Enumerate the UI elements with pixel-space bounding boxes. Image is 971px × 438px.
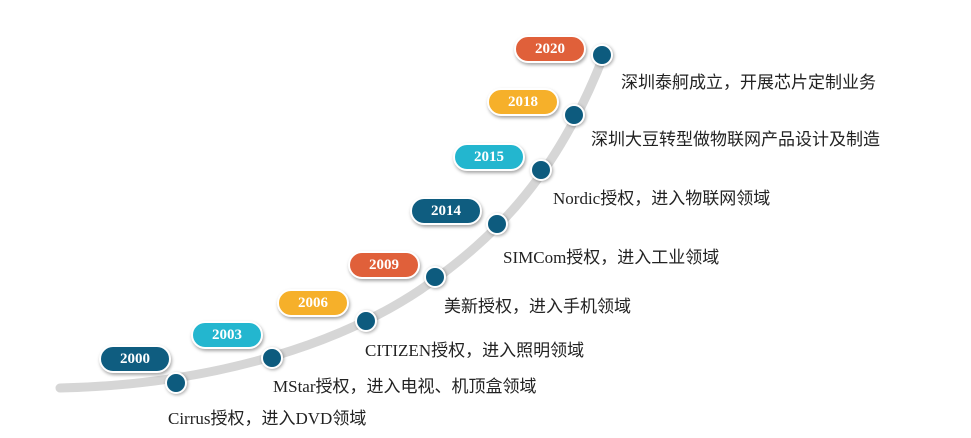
- milestone-label-2000: Cirrus授权，进入DVD领域: [168, 409, 367, 428]
- milestone-dot-2015: [530, 159, 552, 181]
- milestone-label-2014: SIMCom授权，进入工业领域: [503, 248, 720, 267]
- milestone-label-2018: 深圳大豆转型做物联网产品设计及制造: [591, 130, 880, 149]
- milestone-dot-2003: [261, 347, 283, 369]
- milestone-dot-2014: [486, 213, 508, 235]
- milestone-label-2009: 美新授权，进入手机领域: [444, 297, 631, 316]
- year-pill-2000: 2000: [99, 345, 171, 373]
- year-pill-2018: 2018: [487, 88, 559, 116]
- milestone-dot-2009: [424, 266, 446, 288]
- milestone-dot-2018: [563, 104, 585, 126]
- milestone-label-2020: 深圳泰舸成立，开展芯片定制业务: [621, 73, 876, 92]
- milestone-dot-2000: [165, 372, 187, 394]
- year-pill-2014: 2014: [410, 197, 482, 225]
- milestone-label-2003: MStar授权，进入电视、机顶盒领域: [273, 377, 537, 396]
- milestone-dot-2006: [355, 310, 377, 332]
- year-pill-2009: 2009: [348, 251, 420, 279]
- year-pill-2003: 2003: [191, 321, 263, 349]
- milestone-label-2015: Nordic授权，进入物联网领域: [553, 189, 771, 208]
- year-pill-2015: 2015: [453, 143, 525, 171]
- year-pill-2006: 2006: [277, 289, 349, 317]
- year-pill-2020: 2020: [514, 35, 586, 63]
- milestone-label-2006: CITIZEN授权，进入照明领域: [365, 341, 585, 360]
- milestone-dot-2020: [591, 44, 613, 66]
